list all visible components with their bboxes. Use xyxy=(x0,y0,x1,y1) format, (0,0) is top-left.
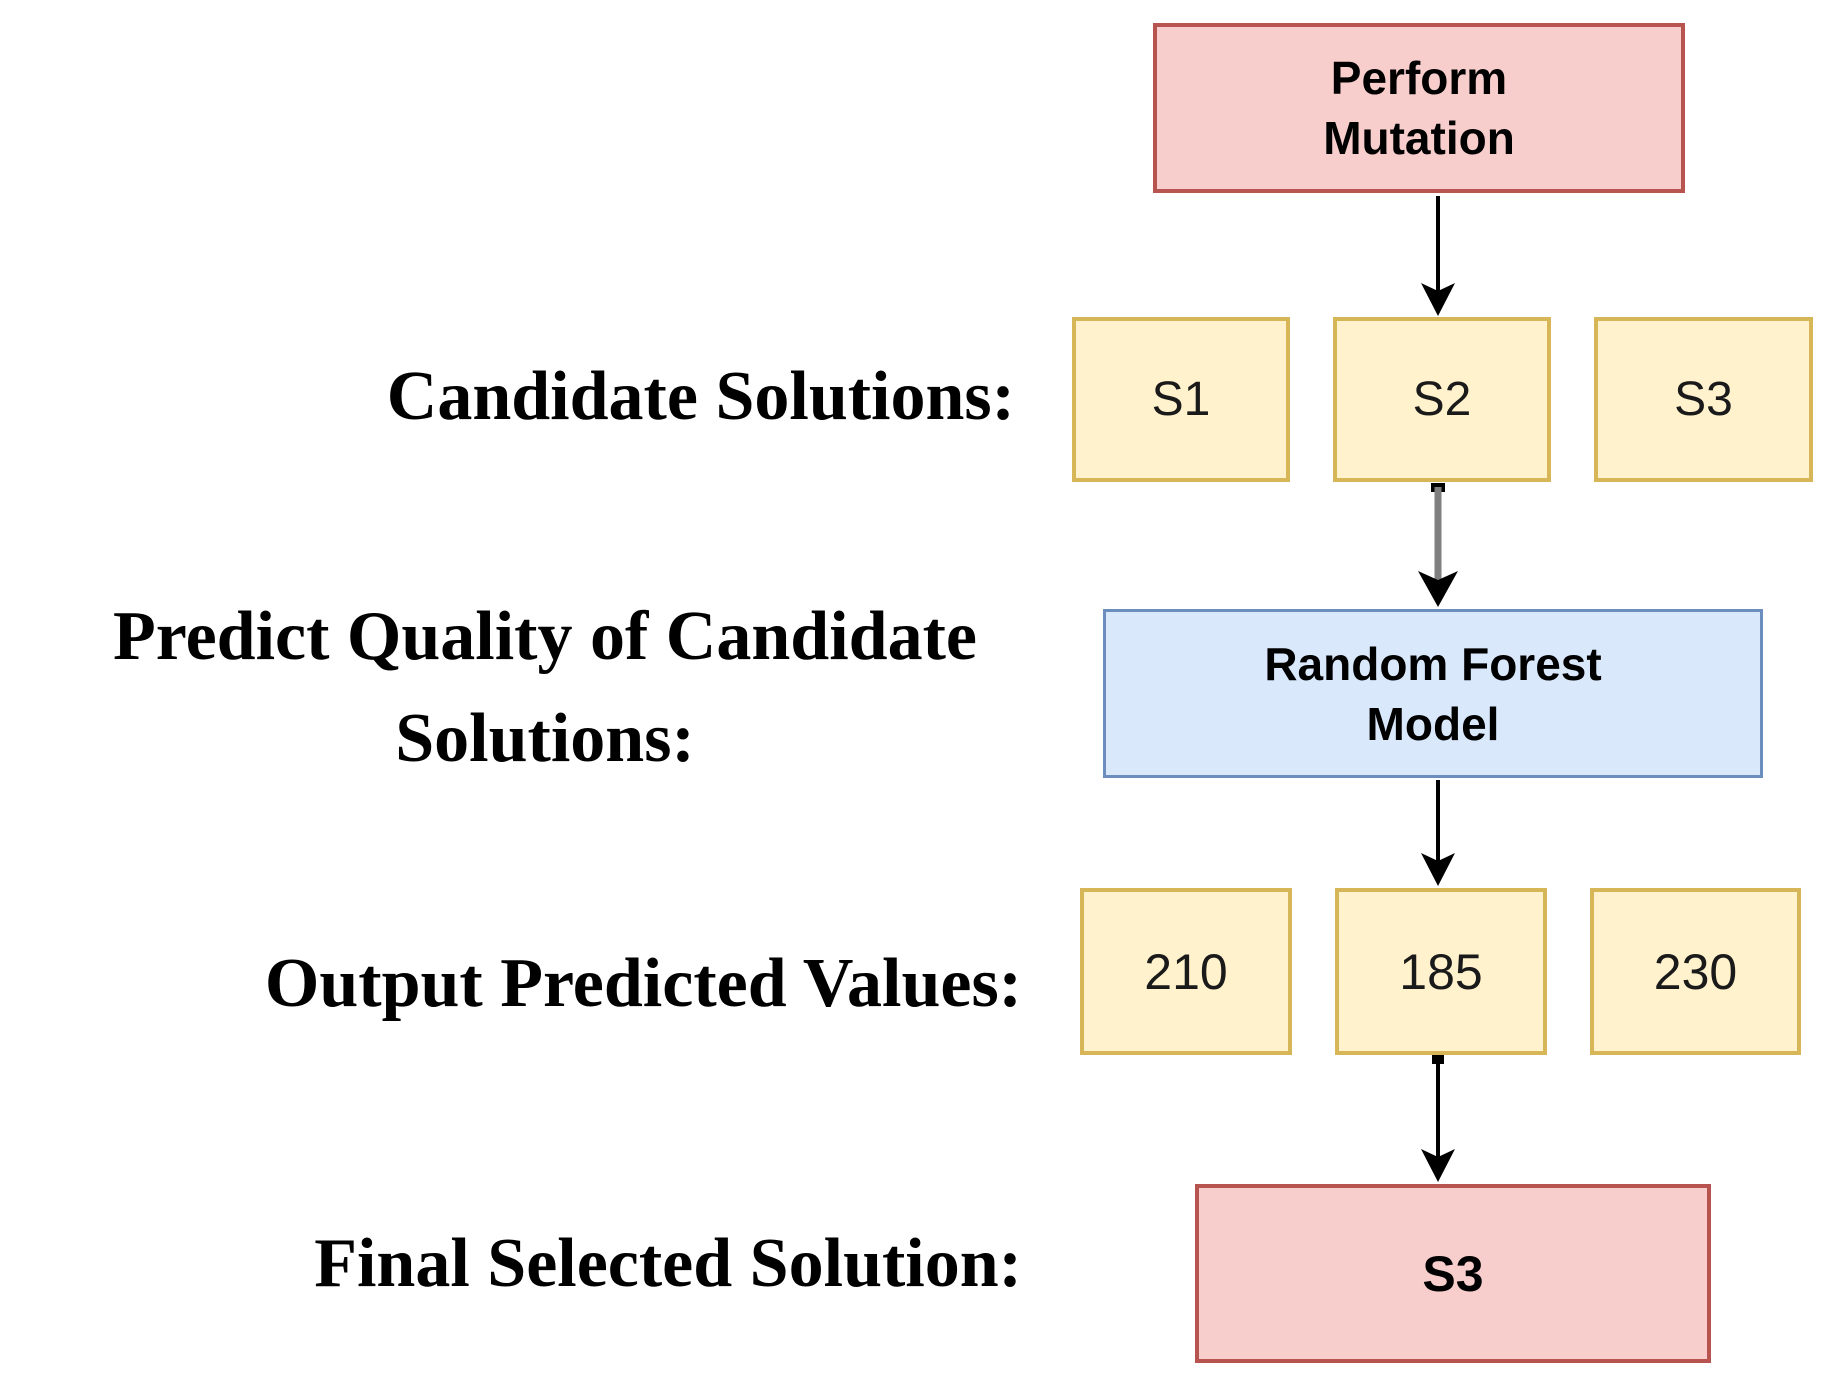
label-final-selected-solution: Final Selected Solution: xyxy=(314,1225,1022,1302)
node-predicted-value-210-label: 210 xyxy=(1144,943,1228,1000)
node-candidate-s2-label: S2 xyxy=(1412,373,1472,426)
label-predict-quality-line1: Predict Quality of Candidate xyxy=(113,598,977,675)
arrow-down-random-forest-model-to-185-icon xyxy=(1421,780,1455,886)
label-predict-quality: Predict Quality of Candidate Solutions: xyxy=(0,586,1090,790)
arrow-down-s2-to-random-forest-model-icon xyxy=(1418,483,1458,607)
node-perform-mutation-line1: Perform xyxy=(1330,52,1508,104)
label-output-predicted-values: Output Predicted Values: xyxy=(264,945,1022,1022)
node-random-forest-model: Random Forest Model xyxy=(1103,609,1763,778)
node-perform-mutation: Perform Mutation xyxy=(1153,23,1685,193)
node-candidate-s3: S3 xyxy=(1594,317,1813,482)
node-perform-mutation-line2: Mutation xyxy=(1323,112,1515,164)
node-predicted-value-230: 230 xyxy=(1590,888,1801,1055)
node-predicted-value-185-label: 185 xyxy=(1399,943,1483,1000)
node-candidate-s1: S1 xyxy=(1072,317,1290,482)
arrow-down-185-to-final-s3-icon xyxy=(1421,1055,1455,1182)
node-final-selected-s3: S3 xyxy=(1195,1184,1711,1363)
arrow-down-perform-mutation-to-s2-icon xyxy=(1421,196,1455,316)
node-final-selected-s3-label: S3 xyxy=(1422,1245,1484,1302)
node-candidate-s2: S2 xyxy=(1333,317,1551,482)
node-candidate-s3-label: S3 xyxy=(1674,373,1733,426)
label-candidate-solutions: Candidate Solutions: xyxy=(386,358,1015,435)
node-random-forest-model-line1: Random Forest xyxy=(1264,637,1602,690)
node-predicted-value-185: 185 xyxy=(1335,888,1547,1055)
node-predicted-value-210: 210 xyxy=(1080,888,1292,1055)
node-candidate-s1-label: S1 xyxy=(1151,373,1211,426)
node-predicted-value-230-label: 230 xyxy=(1653,943,1738,1000)
node-random-forest-model-line2: Model xyxy=(1366,697,1500,750)
label-predict-quality-line2: Solutions: xyxy=(395,700,695,777)
